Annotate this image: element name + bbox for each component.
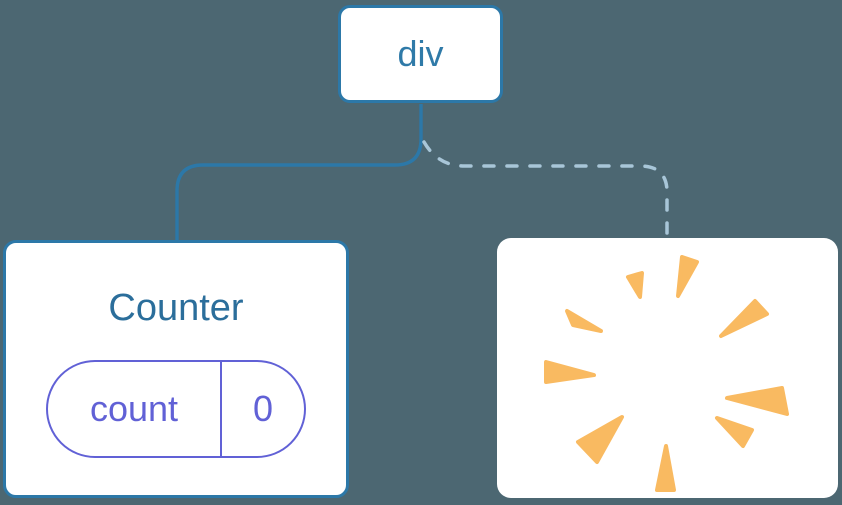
poof-ray	[626, 271, 644, 299]
poof-ray	[725, 386, 789, 416]
dashed-connector-line	[422, 140, 669, 240]
solid-connector-line	[175, 104, 423, 240]
poof-ray	[676, 255, 699, 298]
poof-ray	[655, 444, 676, 492]
counter-component-card: Counter count 0	[3, 240, 349, 498]
poof-burst-icon	[544, 255, 789, 492]
poof-ray	[715, 416, 754, 448]
counter-title: Counter	[108, 287, 244, 329]
poof-ray	[576, 415, 624, 464]
poof-ray	[719, 299, 769, 338]
tree-node-div: div	[338, 5, 503, 103]
state-pill: count 0	[46, 360, 306, 458]
state-value: 0	[220, 362, 304, 456]
state-key: count	[89, 388, 179, 429]
poof-ray	[544, 360, 596, 384]
div-node-label: div	[397, 33, 444, 74]
poof-ray	[565, 309, 603, 333]
removed-component-card	[497, 238, 838, 498]
